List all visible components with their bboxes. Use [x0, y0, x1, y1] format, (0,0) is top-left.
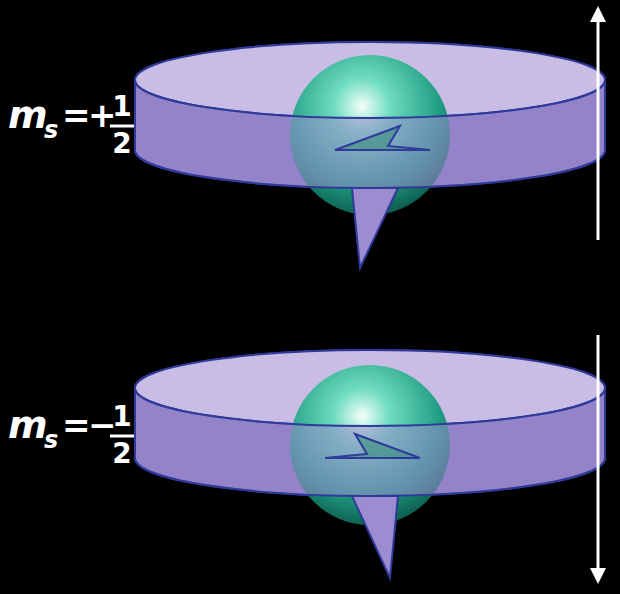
spin-up-figure — [110, 6, 606, 268]
sign: + — [88, 98, 117, 132]
equals-sign: = — [62, 408, 91, 442]
sign: − — [88, 408, 117, 442]
equals-sign: = — [62, 98, 91, 132]
denominator: 2 — [112, 440, 131, 468]
spin-down-figure — [110, 335, 606, 584]
denominator: 2 — [112, 130, 131, 158]
quantum-symbol: m — [8, 406, 48, 444]
numerator: 1 — [112, 403, 131, 431]
subscript: s — [44, 428, 58, 452]
quantum-symbol: m — [8, 96, 48, 134]
subscript: s — [44, 118, 58, 142]
numerator: 1 — [112, 93, 131, 121]
